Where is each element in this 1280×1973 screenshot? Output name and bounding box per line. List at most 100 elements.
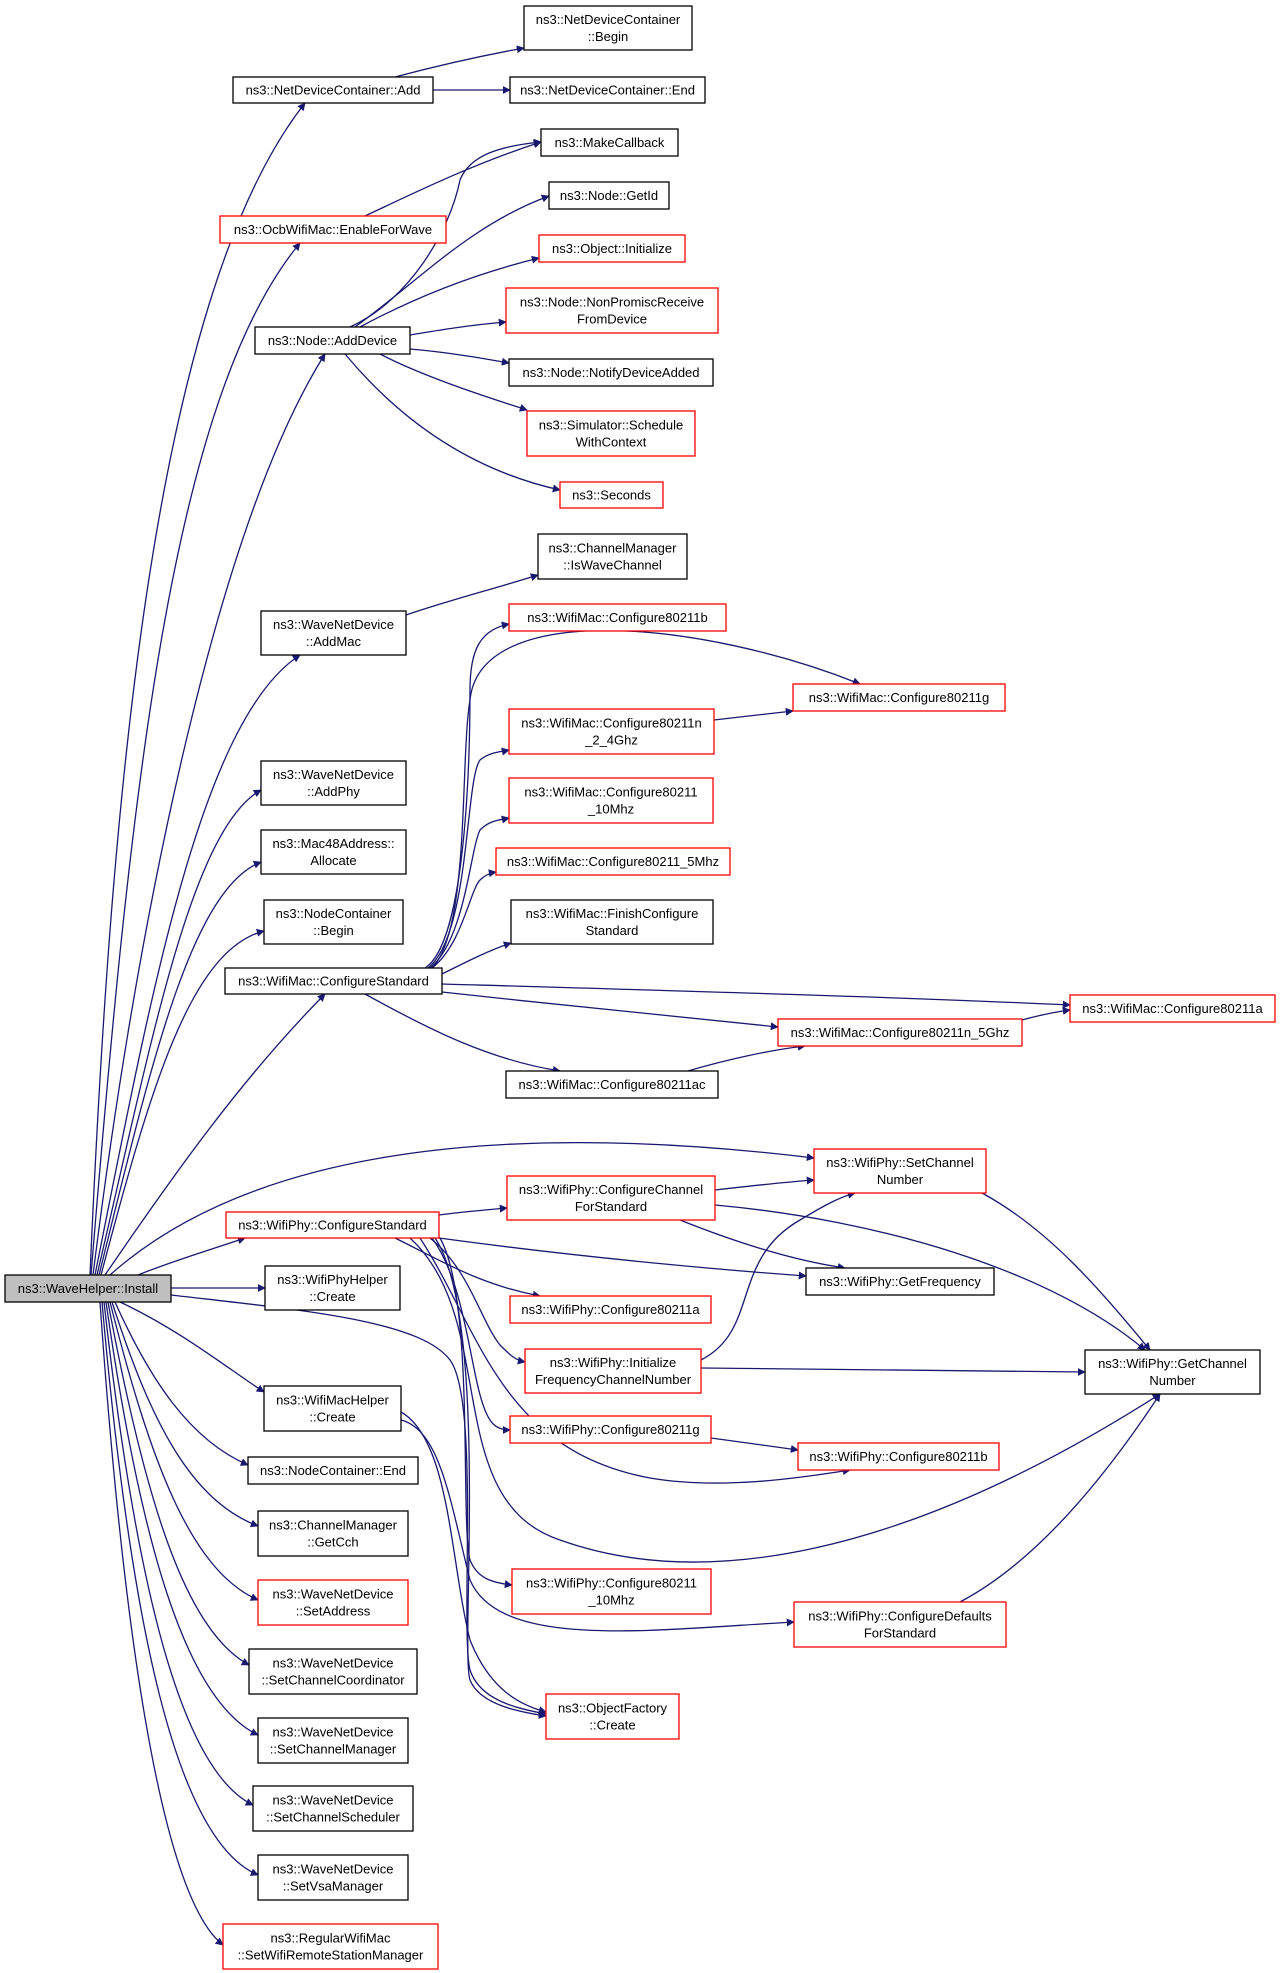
node-box (508, 603, 727, 632)
edge-wp_cfgstd-to-wp_getfreq (438, 1237, 807, 1280)
edge-wp_cfgchstd-to-wp_getch (714, 1204, 1146, 1351)
node-label: ns3::WifiPhy::ConfigureDefaults (808, 1609, 992, 1624)
node-wnd-setchsched[interactable]: ns3::WaveNetDevice::SetChannelScheduler (252, 1785, 414, 1832)
node-label: ns3::WifiMac::Configure80211b (527, 610, 707, 625)
node-wm-80211ac[interactable]: ns3::WifiMac::Configure80211ac (505, 1070, 719, 1099)
node-wm-80211n5[interactable]: ns3::WifiMac::Configure80211n_5Ghz (777, 1018, 1023, 1047)
node-wm-80211-10[interactable]: ns3::WifiMac::Configure80211_10Mhz (508, 777, 714, 824)
node-wp-cfgchstd[interactable]: ns3::WifiPhy::ConfigureChannelForStandar… (506, 1175, 716, 1221)
node-box (257, 1579, 409, 1626)
node-box (252, 1785, 414, 1832)
node-box (509, 1295, 712, 1324)
node-wm-cfgstd[interactable]: ns3::WifiMac::ConfigureStandard (224, 967, 443, 995)
node-ndc-begin[interactable]: ns3::NetDeviceContainer::Begin (523, 5, 693, 51)
node-ndc-add[interactable]: ns3::NetDeviceContainer::Add (232, 76, 434, 104)
node-of-create[interactable]: ns3::ObjectFactory::Create (545, 1693, 680, 1740)
node-label: ::Create (309, 1410, 355, 1425)
node-label: ns3::WifiPhyHelper (277, 1272, 388, 1287)
node-wp-initfreq[interactable]: ns3::WifiPhy::InitializeFrequencyChannel… (524, 1348, 702, 1394)
node-label: ::SetVsaManager (283, 1879, 384, 1894)
node-cm-getcch[interactable]: ns3::ChannelManager::GetCch (257, 1510, 409, 1557)
edge-install-to-wnd_addmac (94, 654, 301, 1276)
node-box (538, 234, 686, 263)
node-label: ns3::WifiMac::Configure80211n (521, 716, 701, 731)
node-label: ::SetAddress (296, 1604, 371, 1619)
node-wp-getfreq[interactable]: ns3::WifiPhy::GetFrequency (805, 1267, 995, 1296)
node-wp-cfgstd[interactable]: ns3::WifiPhy::ConfigureStandard (225, 1211, 440, 1239)
node-label: ::Begin (313, 923, 353, 938)
node-wp-80211-10[interactable]: ns3::WifiPhy::Configure80211_10Mhz (511, 1568, 712, 1615)
edge-wm_cfgstd-to-wm_80211_10 (429, 815, 510, 969)
node-makecallback[interactable]: ns3::MakeCallback (540, 128, 679, 157)
edge-node_adddevice-to-obj_init (359, 255, 540, 328)
edge-wp_cfgdef-to-wp_getch (959, 1393, 1161, 1603)
node-wp-cfgdef[interactable]: ns3::WifiPhy::ConfigureDefaultsForStanda… (793, 1601, 1007, 1648)
node-label: ForStandard (575, 1199, 647, 1214)
node-wnd-setchcoord[interactable]: ns3::WaveNetDevice::SetChannelCoordinato… (248, 1648, 418, 1695)
node-wp-80211b[interactable]: ns3::WifiPhy::Configure80211b (797, 1442, 1000, 1471)
edge-wmh_create-to-wp_cfgdef (400, 1419, 795, 1632)
node-wp-80211a[interactable]: ns3::WifiPhy::Configure80211a (509, 1295, 712, 1324)
node-box (559, 481, 664, 509)
node-label: ns3::Node::NotifyDeviceAdded (522, 365, 699, 380)
node-label: ns3::WifiPhy::Configure80211a (521, 1302, 700, 1317)
node-label: ns3::WifiMac::ConfigureStandard (238, 974, 429, 989)
edges (89, 45, 1161, 1946)
edge-ocb_enable-to-makecallback (364, 140, 542, 217)
node-label: ns3::WifiPhy::GetChannel (1098, 1356, 1247, 1371)
node-box (219, 215, 447, 244)
node-box (511, 1568, 712, 1615)
node-node-getid[interactable]: ns3::Node::GetId (548, 181, 670, 210)
node-ocb-enable[interactable]: ns3::OcbWifiMac::EnableForWave (219, 215, 447, 244)
node-mac48-alloc[interactable]: ns3::Mac48Address::Allocate (260, 829, 407, 875)
node-wnd-addphy[interactable]: ns3::WaveNetDevice::AddPhy (260, 760, 407, 806)
node-wp-80211g[interactable]: ns3::WifiPhy::Configure80211g (509, 1415, 712, 1444)
node-wm-80211-5[interactable]: ns3::WifiMac::Configure80211_5Mhz (495, 847, 731, 876)
node-node-notify[interactable]: ns3::Node::NotifyDeviceAdded (508, 358, 714, 387)
edge-node_adddevice-to-node_getid (354, 194, 550, 328)
node-box (797, 1442, 1000, 1471)
node-wnd-setaddr[interactable]: ns3::WaveNetDevice::SetAddress (257, 1579, 409, 1626)
node-cm-iswave[interactable]: ns3::ChannelManager::IsWaveChannel (537, 533, 688, 580)
node-ndc-end[interactable]: ns3::NetDeviceContainer::End (509, 76, 706, 104)
edge-install-to-wnd_setchmgr (105, 1301, 259, 1736)
edge-wp_cfgstd-to-of_create (434, 1237, 547, 1719)
node-wm-80211n24[interactable]: ns3::WifiMac::Configure80211n_2_4Ghz (508, 708, 715, 755)
node-wnd-addmac[interactable]: ns3::WaveNetDevice::AddMac (260, 610, 407, 656)
node-label: ForStandard (864, 1626, 936, 1641)
node-box (4, 1274, 172, 1303)
node-install[interactable]: ns3::WaveHelper::Install (4, 1274, 172, 1303)
edge-wnd_addmac-to-cm_iswave (405, 573, 539, 616)
node-wph-create[interactable]: ns3::WifiPhyHelper::Create (264, 1265, 401, 1311)
edge-wm_cfgstd-to-wm_80211ac (364, 993, 561, 1074)
node-nc-begin[interactable]: ns3::NodeContainer::Begin (263, 899, 404, 945)
edge-wm_cfgstd-to-wm_80211n24 (427, 747, 510, 969)
node-wm-80211b[interactable]: ns3::WifiMac::Configure80211b (508, 603, 727, 632)
edge-install-to-cm_getcch (111, 1301, 259, 1528)
node-rwm-setrsm[interactable]: ns3::RegularWifiMac::SetWifiRemoteStatio… (222, 1923, 439, 1970)
node-box (793, 1601, 1007, 1648)
edge-wp_initfreq-to-wp_getch (700, 1367, 1086, 1376)
node-nc-end[interactable]: ns3::NodeContainer::End (247, 1456, 419, 1485)
node-label: ns3::WifiMac::Configure80211a (1082, 1001, 1263, 1016)
node-box (523, 5, 693, 51)
node-wnd-setvsa[interactable]: ns3::WaveNetDevice::SetVsaManager (257, 1854, 409, 1901)
node-box (509, 76, 706, 104)
node-wm-80211a[interactable]: ns3::WifiMac::Configure80211a (1069, 994, 1276, 1023)
edge-ndc_add-to-ndc_begin (394, 45, 525, 78)
edge-install-to-rwm_setrsm (99, 1301, 224, 1946)
node-node-adddevice[interactable]: ns3::Node::AddDevice (254, 326, 411, 355)
node-obj-init[interactable]: ns3::Object::Initialize (538, 234, 686, 263)
node-wmh-create[interactable]: ns3::WifiMacHelper::Create (263, 1385, 402, 1432)
node-label: ns3::WaveNetDevice (273, 1862, 394, 1877)
node-wm-80211g[interactable]: ns3::WifiMac::Configure80211g (792, 683, 1006, 712)
node-label: ns3::WifiMac::Configure80211n_5Ghz (791, 1025, 1010, 1040)
node-seconds[interactable]: ns3::Seconds (559, 481, 664, 509)
node-wnd-setchmgr[interactable]: ns3::WaveNetDevice::SetChannelManager (257, 1717, 409, 1764)
edge-wm_cfgstd-to-wm_80211a (441, 983, 1071, 1009)
